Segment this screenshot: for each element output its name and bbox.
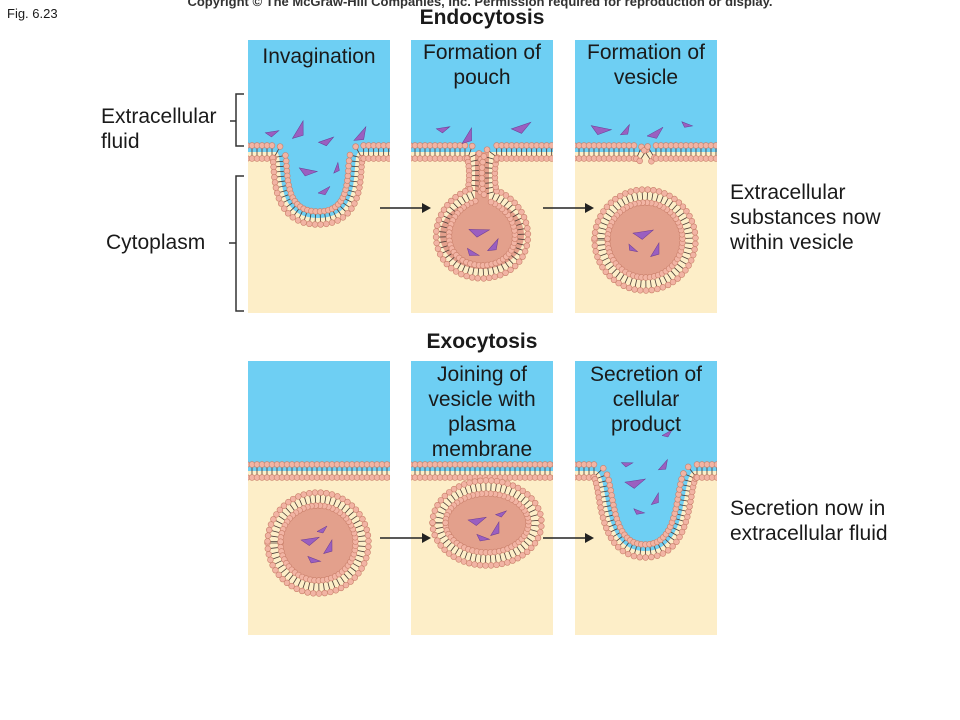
particle bbox=[298, 167, 319, 177]
particle bbox=[333, 161, 340, 174]
pouch-interior bbox=[440, 201, 524, 269]
particle bbox=[323, 538, 333, 554]
plasma-membrane bbox=[411, 142, 553, 282]
extracellular-fluid bbox=[411, 40, 553, 152]
plasma-membrane bbox=[429, 477, 545, 569]
particle bbox=[466, 247, 481, 256]
particle bbox=[494, 510, 508, 518]
panel-invagination: Invagination bbox=[248, 40, 390, 313]
particle bbox=[628, 243, 639, 253]
arrow-icon bbox=[543, 533, 594, 543]
particle bbox=[317, 136, 335, 147]
panel-vesicle-in-cytoplasm bbox=[248, 361, 390, 635]
particle bbox=[490, 520, 500, 536]
particle bbox=[317, 185, 331, 196]
arrow-icon bbox=[380, 203, 431, 213]
panel-label: Formation of vesicle bbox=[587, 41, 705, 89]
exocytosis-title: Exocytosis bbox=[426, 330, 538, 353]
particle bbox=[633, 508, 646, 515]
particle bbox=[264, 130, 280, 138]
vesicle bbox=[429, 477, 545, 569]
plasma-membrane bbox=[575, 461, 717, 561]
panel-label: Secretion of cellular product bbox=[589, 363, 703, 436]
panel-label: Invagination bbox=[262, 45, 376, 68]
particle bbox=[300, 536, 320, 546]
extracellular-fluid bbox=[248, 361, 390, 471]
panel-label: Joining of vesicle with plasma membrane bbox=[428, 363, 536, 461]
particle bbox=[632, 229, 655, 240]
plasma-membrane bbox=[575, 142, 717, 165]
extracellular-fluid bbox=[575, 361, 717, 551]
panel-joining-of-vesicle: Joining of vesicle with plasma membrane bbox=[411, 361, 553, 635]
copyright-notice: Copyright © The McGraw-Hill Companies, I… bbox=[187, 0, 773, 9]
extracellular-fluid bbox=[411, 361, 553, 471]
particle bbox=[468, 229, 491, 238]
extracellular-fluid bbox=[248, 40, 390, 218]
arrow-icon bbox=[380, 533, 431, 543]
panel-label: Formation of pouch bbox=[423, 41, 541, 89]
particle bbox=[461, 126, 472, 144]
particle bbox=[681, 121, 694, 128]
particle bbox=[661, 429, 673, 438]
cytoplasm-label: Cytoplasm bbox=[106, 231, 206, 254]
particle bbox=[291, 119, 304, 139]
extracellular-fluid-label: Extracellular fluid bbox=[101, 105, 217, 153]
particle bbox=[316, 525, 328, 534]
particle bbox=[619, 123, 630, 136]
particle bbox=[435, 126, 451, 134]
vesicle bbox=[264, 489, 372, 597]
particle bbox=[353, 125, 367, 141]
figure-number: Fig. 6.23 bbox=[7, 6, 58, 21]
endocytosis-result-label: Extracellular substances now within vesi… bbox=[730, 181, 881, 254]
particle bbox=[650, 491, 659, 506]
particle bbox=[467, 516, 487, 526]
plasma-membrane bbox=[248, 142, 390, 228]
plasma-membrane bbox=[248, 461, 390, 481]
panel-formation-of-pouch: Formation of pouch bbox=[411, 40, 553, 313]
panel-formation-of-vesicle: Formation of vesicle bbox=[575, 40, 717, 313]
particle bbox=[510, 121, 532, 134]
particle bbox=[476, 533, 491, 542]
particle bbox=[646, 126, 664, 139]
particle bbox=[307, 555, 322, 564]
side-brackets bbox=[229, 93, 244, 312]
particle bbox=[657, 458, 668, 471]
exocytosis-result-label: Secretion now in extracellular fluid bbox=[730, 497, 888, 545]
particle bbox=[624, 478, 647, 489]
particle bbox=[650, 241, 660, 257]
particle bbox=[487, 237, 499, 251]
particle bbox=[590, 125, 613, 135]
vesicle bbox=[591, 186, 699, 294]
particle bbox=[620, 462, 634, 468]
plasma-membrane bbox=[591, 186, 699, 294]
plasma-membrane bbox=[264, 489, 372, 597]
endocytosis-title: Endocytosis bbox=[419, 6, 545, 29]
panel-secretion-of-product: Secretion of cellular product bbox=[575, 361, 717, 635]
arrow-icon bbox=[543, 203, 594, 213]
